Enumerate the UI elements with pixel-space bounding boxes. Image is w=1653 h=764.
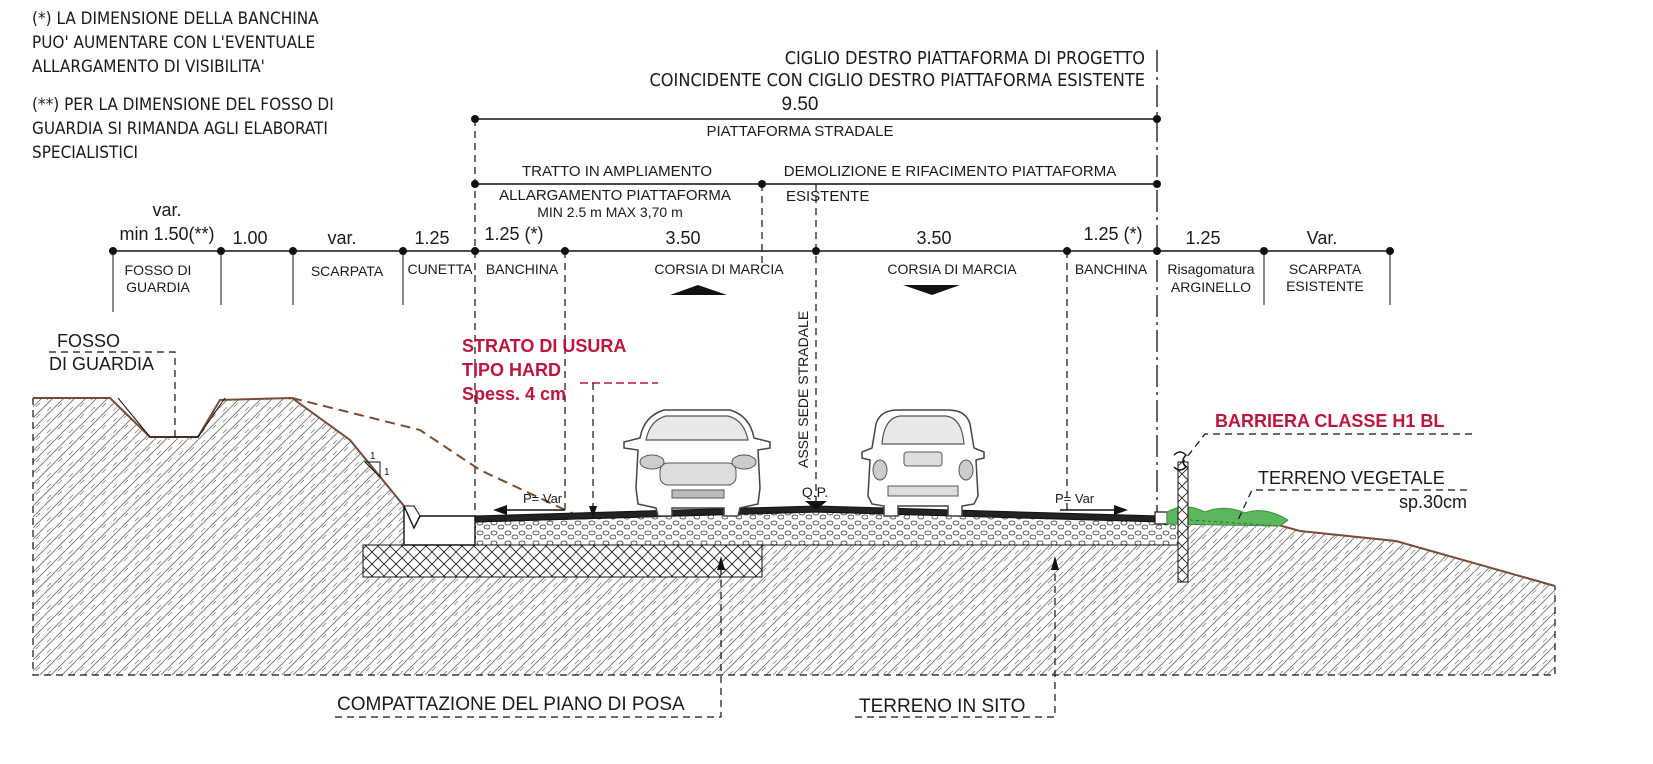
car-rear-right	[861, 409, 985, 517]
note1-line3: ALLARGAMENTO DI VISIBILITA'	[32, 57, 265, 77]
dim-scarpata-esistente-label2: ESISTENTE	[1286, 278, 1364, 294]
strato-usura-annotation: STRATO DI USURA TIPO HARD Spess. 4 cm	[462, 336, 658, 518]
slope-ratio-top: 1	[370, 451, 376, 462]
dim-corsia-left-label: CORSIA DI MARCIA	[654, 261, 784, 277]
strato-line2: TIPO HARD	[462, 360, 561, 380]
dim-1-00: 1.00	[232, 228, 267, 248]
dim-scarpata-label: SCARPATA	[311, 263, 384, 279]
notes-block: (*) LA DIMENSIONE DELLA BANCHINA PUO' AU…	[32, 9, 334, 163]
fosso-label1: FOSSO	[57, 331, 120, 351]
slope-left-label: P= Var	[523, 491, 563, 506]
direction-arrow-up	[670, 285, 727, 295]
dim-fosso-value: var.	[152, 200, 181, 220]
slope-right-label: P= Var	[1055, 491, 1095, 506]
dim-scarpata-esistente-label1: SCARPATA	[1289, 261, 1362, 277]
dimension-labels: var. min 1.50(**) FOSSO DI GUARDIA 1.00 …	[119, 200, 1363, 295]
dim-banchina-right-value: 1.25 (*)	[1083, 224, 1142, 244]
dim-corsia-right-value: 3.50	[916, 228, 951, 248]
dimension-tick	[1153, 247, 1161, 255]
terreno-sito-label: TERRENO IN SITO	[859, 696, 1025, 717]
dim-scarpata-value: var.	[327, 228, 356, 248]
note1-line1: (*) LA DIMENSIONE DELLA BANCHINA	[32, 9, 319, 29]
terreno-sito-annotation: TERRENO IN SITO	[855, 556, 1059, 718]
compattazione-annotation: COMPATTAZIONE DEL PIANO DI POSA	[335, 556, 725, 718]
fosso-annotation: FOSSO DI GUARDIA	[49, 331, 176, 437]
note2-line3: SPECIALISTICI	[32, 143, 138, 163]
allargamento-label: ALLARGAMENTO PIATTAFORMA	[499, 187, 731, 204]
strato-line1: STRATO DI USURA	[462, 336, 626, 356]
platform-width: 9.50	[782, 94, 819, 115]
note2-line2: GUARDIA SI RIMANDA AGLI ELABORATI	[32, 119, 328, 139]
qp-label: Q.P.	[802, 484, 828, 500]
tratto-dimension: TRATTO IN AMPLIAMENTO ALLARGAMENTO PIATT…	[471, 163, 1161, 220]
dim-arginello-label2: ARGINELLO	[1171, 279, 1251, 295]
dim-banchina-left-value: 1.25 (*)	[484, 224, 543, 244]
platform-label: PIATTAFORMA STRADALE	[707, 123, 894, 140]
ground-section: 1 1	[32, 396, 1556, 676]
tratto-label: TRATTO IN AMPLIAMENTO	[522, 163, 712, 180]
slope-arrow-left: P= Var	[493, 491, 565, 515]
barrier-rail	[1173, 451, 1188, 471]
barriera-label: BARRIERA CLASSE H1 BL	[1215, 411, 1444, 431]
compattazione-label: COMPATTAZIONE DEL PIANO DI POSA	[337, 694, 685, 715]
ciglio-line1: CIGLIO DESTRO PIATTAFORMA DI PROGETTO	[785, 48, 1145, 69]
demolizione-line1: DEMOLIZIONE E RIFACIMENTO PIATTAFORMA	[784, 163, 1117, 180]
platform-dimension: 9.50 PIATTAFORMA STRADALE	[471, 94, 1161, 140]
note2-line1: (**) PER LA DIMENSIONE DEL FOSSO DI	[32, 95, 334, 115]
allargamento-range: MIN 2.5 m MAX 3,70 m	[537, 204, 682, 220]
slope-ratio-side: 1	[384, 467, 390, 478]
strato-line3: Spess. 4 cm	[462, 384, 566, 404]
terreno-vegetale-label1: TERRENO VEGETALE	[1258, 468, 1445, 488]
dim-corsia-left-value: 3.50	[665, 228, 700, 248]
dim-banchina-right-label: BANCHINA	[1075, 261, 1148, 277]
dim-fosso-value2: min 1.50(**)	[119, 224, 214, 244]
dim-fosso-label1: FOSSO DI	[125, 262, 192, 278]
qp-marker: Q.P.	[802, 484, 828, 510]
slope-arrow-right: P= Var	[1055, 491, 1128, 515]
ciglio-line2: COINCIDENTE CON CIGLIO DESTRO PIATTAFORM…	[650, 70, 1146, 91]
dim-scarpata-esistente-value: Var.	[1307, 228, 1338, 248]
terreno-vegetale-label2: sp.30cm	[1399, 492, 1467, 512]
fosso-label2: DI GUARDIA	[49, 354, 154, 374]
demolizione-line2: ESISTENTE	[786, 188, 869, 205]
dim-fosso-label2: GUARDIA	[126, 279, 190, 295]
direction-arrow-down	[903, 285, 960, 295]
dim-cunetta-label: CUNETTA	[407, 261, 473, 277]
dim-arginello-value: 1.25	[1185, 228, 1220, 248]
ciglio-label: CIGLIO DESTRO PIATTAFORMA DI PROGETTO CO…	[650, 48, 1146, 91]
barriera-annotation: BARRIERA CLASSE H1 BL	[1182, 411, 1472, 463]
dim-arginello-label1: Risagomatura	[1167, 261, 1254, 277]
barrier-post	[1177, 461, 1189, 583]
note1-line2: PUO' AUMENTARE CON L'EVENTUALE	[32, 33, 315, 53]
dim-cunetta-value: 1.25	[414, 228, 449, 248]
car-front-left	[623, 409, 771, 517]
dim-corsia-right-label: CORSIA DI MARCIA	[887, 261, 1017, 277]
dim-banchina-left-label: BANCHINA	[486, 261, 559, 277]
asse-sede-stradale: ASSE SEDE STRADALE	[795, 311, 811, 468]
terreno-vegetale-annotation: TERRENO VEGETALE sp.30cm	[1236, 468, 1467, 523]
